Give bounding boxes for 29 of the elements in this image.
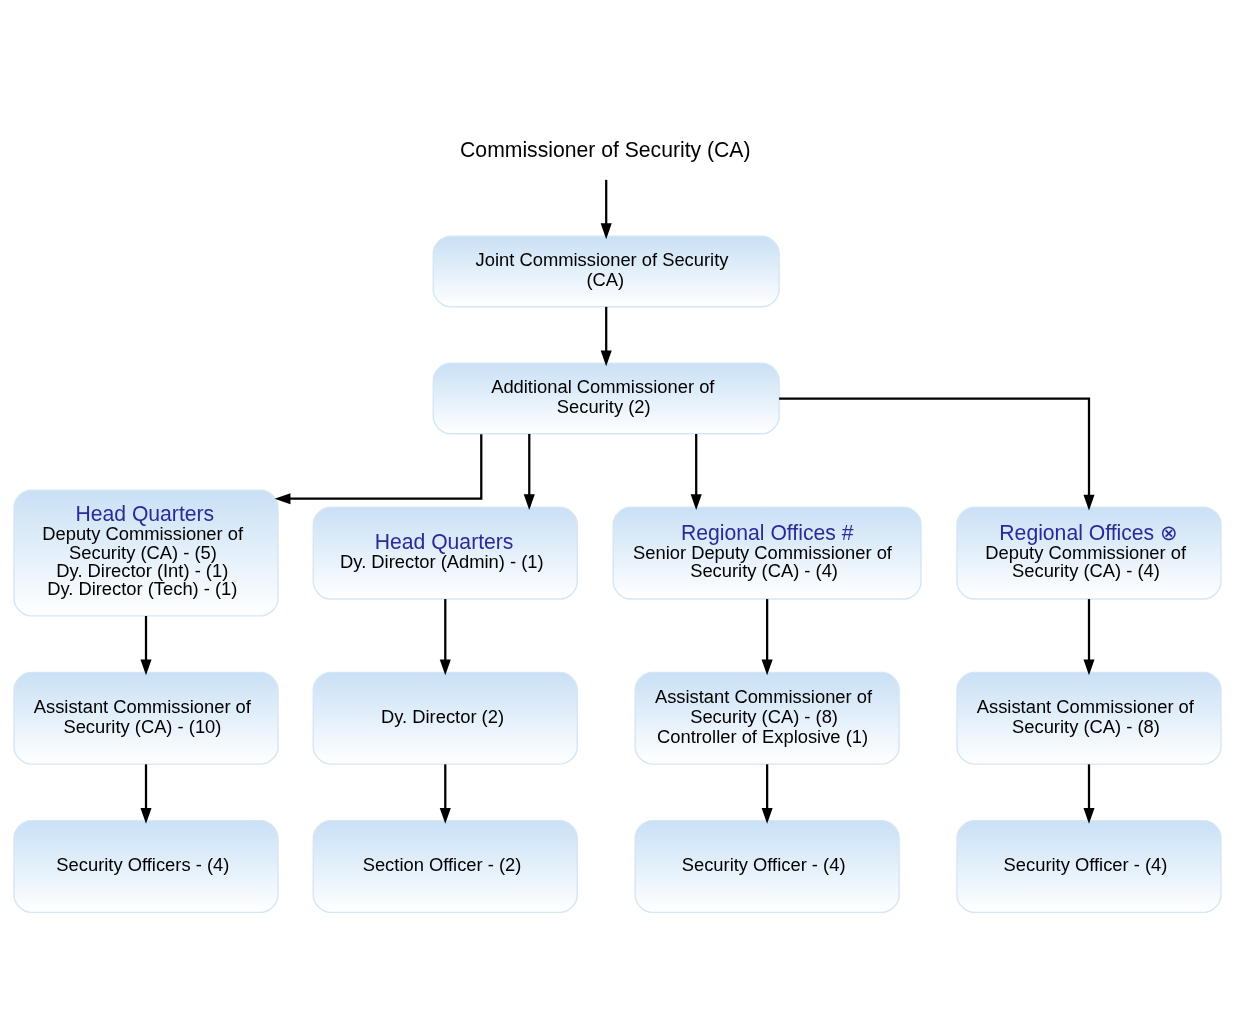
arrow bbox=[439, 598, 451, 675]
node-box: Dy. Director (2) bbox=[312, 671, 578, 765]
arrow bbox=[523, 433, 535, 510]
node-box: Security Officer - (4) bbox=[634, 819, 900, 913]
arrow bbox=[690, 433, 702, 510]
node-box: Assistant Commissioner of Security (CA) - (8) Controller of Explosive (1) bbox=[634, 671, 900, 765]
arrow bbox=[140, 763, 152, 824]
arrow bbox=[1083, 598, 1095, 675]
arrow bbox=[761, 763, 773, 824]
node-box: Head Quarters Deputy Commissioner of Security (CA) - (5) Dy. Director (Int) - (1) Dy. Director (Tech) - (1) bbox=[13, 489, 279, 617]
node-box: Security Officer - (4) bbox=[956, 819, 1222, 913]
node-box: Assistant Commissioner of Security (CA) - (10) bbox=[13, 671, 279, 765]
arrow bbox=[140, 615, 152, 675]
node-box: Regional Offices ⊗ Deputy Commissioner of Security (CA) - (4) bbox=[956, 506, 1222, 600]
node-box: Additional Commissioner of Security (2) bbox=[432, 362, 780, 434]
node-box: Security Officers - (4) bbox=[13, 819, 279, 913]
node-box: Regional Offices # Senior Deputy Commissioner of Security (CA) - (4) bbox=[612, 506, 922, 600]
arrow bbox=[1083, 763, 1095, 824]
node-box: Section Officer - (2) bbox=[312, 819, 578, 913]
arrow bbox=[600, 179, 612, 239]
node-box: Head Quarters Dy. Director (Admin) - (1) bbox=[312, 506, 578, 600]
arrow bbox=[274, 433, 483, 504]
arrow bbox=[761, 598, 773, 675]
node-box: Assistant Commissioner of Security (CA) - (8) bbox=[956, 671, 1222, 765]
arrow bbox=[439, 763, 451, 824]
arrow bbox=[600, 306, 612, 366]
node-box: Joint Commissioner of Security (CA) bbox=[432, 234, 780, 307]
node-text: Commissioner of Security (CA) bbox=[460, 137, 751, 161]
arrow bbox=[779, 396, 1095, 511]
